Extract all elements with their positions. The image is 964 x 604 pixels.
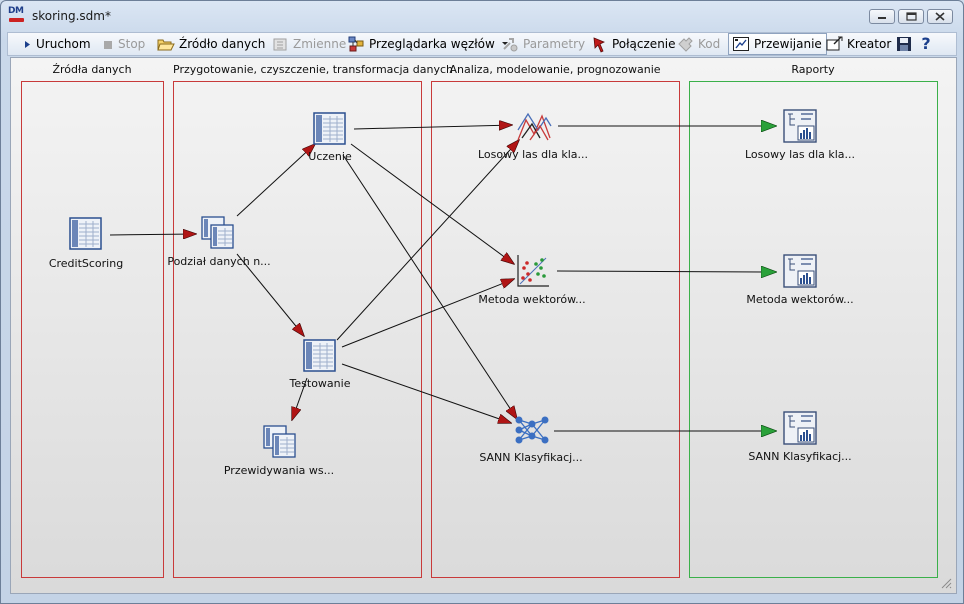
drag-button[interactable]: Przewijanie — [728, 33, 827, 55]
toolbar: Uruchom Stop Źródło danych Zmienne Przeg… — [7, 32, 957, 56]
connection-button[interactable]: Połączenie — [590, 33, 676, 55]
maximize-button[interactable] — [898, 9, 924, 24]
stop-button[interactable]: Stop — [102, 33, 145, 55]
folder-open-icon — [157, 35, 175, 53]
node-label-svm-report: Metoda wektorów... — [746, 293, 854, 306]
app-icon[interactable]: DM — [8, 6, 26, 25]
node-random-forest[interactable] — [516, 110, 552, 145]
column-heading-reports: Raporty — [791, 63, 835, 76]
node-label-sann: SANN Klasyfikacj... — [479, 451, 583, 464]
node-forest-report[interactable] — [783, 109, 817, 146]
node-label-credit: CreditScoring — [48, 257, 124, 270]
creator-icon — [825, 35, 843, 53]
chevron-down-icon[interactable] — [501, 34, 509, 55]
parameters-button[interactable]: Parametry — [501, 33, 585, 55]
column-heading-sources: Źródła danych — [52, 63, 132, 76]
node-label-split: Podział danych n... — [167, 255, 271, 268]
data-source-label: Źródło danych — [179, 37, 266, 51]
node-label-test: Testowanie — [289, 377, 351, 390]
node-sann[interactable] — [514, 414, 550, 449]
node-split[interactable] — [201, 216, 235, 253]
node-svm[interactable] — [516, 254, 550, 291]
help-button[interactable]: ? — [917, 33, 939, 55]
save-button[interactable] — [895, 33, 917, 55]
column-prep — [173, 81, 422, 578]
spreadsheet-icon — [313, 112, 346, 145]
code-label: Kod — [698, 37, 721, 51]
data-source-button[interactable]: Źródło danych — [157, 33, 265, 55]
close-button[interactable] — [927, 9, 953, 24]
column-heading-prep: Przygotowanie, czyszczenie, transformacj… — [173, 63, 453, 76]
report-icon — [783, 411, 817, 445]
code-button[interactable]: Kod — [676, 33, 720, 55]
title-bar: DM skoring.sdm* — [1, 1, 963, 31]
node-credit-scoring[interactable] — [69, 217, 103, 254]
node-label-svm: Metoda wektorów... — [478, 293, 586, 306]
node-test[interactable] — [303, 339, 337, 376]
app-icon-text: DM — [8, 6, 24, 16]
column-sources — [21, 81, 164, 578]
parameters-icon — [501, 35, 519, 53]
node-svm-report[interactable] — [783, 254, 817, 291]
save-icon — [895, 35, 913, 53]
node-browser-icon — [347, 35, 365, 53]
column-heading-analysis: Analiza, modelowanie, prognozowanie — [449, 63, 661, 76]
minimize-button[interactable] — [869, 9, 895, 24]
parameters-label: Parametry — [523, 37, 586, 51]
window-title: skoring.sdm* — [32, 9, 111, 23]
creator-label: Kreator — [847, 37, 892, 51]
node-label-train: Uczenie — [308, 150, 352, 163]
node-predictions[interactable] — [263, 425, 297, 462]
spreadsheet-icon — [69, 217, 102, 250]
node-sann-report[interactable] — [783, 411, 817, 448]
svm-scatter-icon — [517, 255, 549, 287]
node-train[interactable] — [313, 112, 347, 149]
drag-label: Przewijanie — [754, 37, 822, 51]
stop-icon — [102, 35, 114, 53]
node-label-forest-report: Losowy las dla kla... — [744, 148, 856, 161]
stop-label: Stop — [118, 37, 146, 51]
random-forest-icon — [517, 112, 552, 141]
node-browser-label: Przeglądarka węzłów — [369, 37, 495, 51]
node-label-predict: Przewidywania ws... — [223, 464, 335, 477]
variables-label: Zmienne — [293, 37, 347, 51]
variables-icon — [271, 35, 289, 53]
spreadsheet-icon — [303, 339, 336, 372]
workspace-canvas[interactable]: Źródła danych Przygotowanie, czyszczenie… — [10, 57, 957, 594]
spreadsheet-icon — [263, 425, 296, 458]
resize-grip-icon[interactable] — [940, 577, 952, 589]
run-icon — [22, 35, 32, 53]
help-icon: ? — [921, 34, 931, 53]
run-label: Uruchom — [36, 37, 91, 51]
report-icon — [783, 254, 817, 288]
connection-label: Połączenie — [612, 37, 676, 51]
report-icon — [783, 109, 817, 143]
run-button[interactable]: Uruchom — [22, 33, 91, 55]
neural-network-icon — [515, 416, 549, 444]
node-label-forest: Losowy las dla kla... — [477, 148, 589, 161]
code-icon — [676, 35, 694, 53]
connection-icon — [590, 35, 608, 53]
node-browser-button[interactable]: Przeglądarka węzłów — [347, 33, 509, 55]
column-reports — [689, 81, 938, 578]
spreadsheet-icon — [201, 216, 234, 249]
variables-button[interactable]: Zmienne — [271, 33, 346, 55]
node-label-sann-report: SANN Klasyfikacj... — [748, 450, 852, 463]
creator-button[interactable]: Kreator — [825, 33, 891, 55]
drag-icon — [732, 35, 750, 53]
